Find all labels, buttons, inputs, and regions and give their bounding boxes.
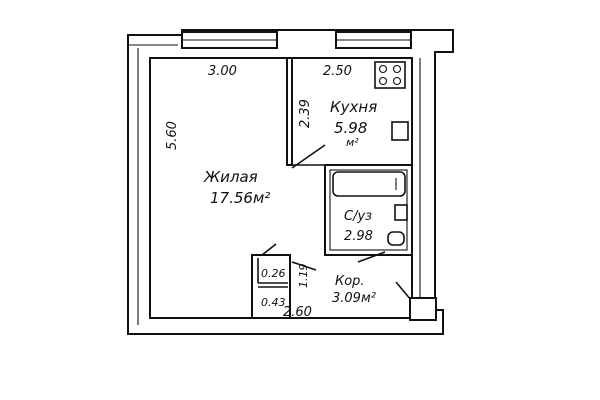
bathtub (332, 171, 406, 197)
room-living-name: Жилая (203, 168, 258, 186)
sink (394, 204, 408, 221)
window-living (181, 31, 278, 49)
kitchen-partition (286, 57, 293, 166)
dim-closet-top: 0.26 (261, 267, 286, 280)
room-corridor-area: 3.09м² (332, 291, 376, 306)
room-kitchen-name: Кухня (330, 98, 377, 116)
stove-icon (374, 61, 406, 89)
window-kitchen (335, 31, 412, 49)
room-bathroom-name: С/уз (344, 209, 372, 224)
room-kitchen-unit: м² (346, 136, 359, 149)
dim-corridor-depth: 1.19 (297, 264, 310, 289)
dim-living-height: 5.60 (165, 121, 180, 150)
room-kitchen-area: 5.98 (334, 119, 367, 137)
room-corridor-name: Кор. (335, 274, 365, 289)
kitchen-sink (391, 121, 409, 141)
kitchen-door-swing (291, 144, 326, 169)
toilet (387, 231, 405, 246)
room-bathroom-area: 2.98 (344, 229, 373, 244)
dim-closet-bottom: 0.43 (261, 296, 286, 309)
bathroom-walls (324, 164, 413, 256)
corridor-door-swing (291, 261, 317, 271)
closet-door-swing (261, 243, 277, 256)
room-living-area: 17.56м² (210, 189, 270, 207)
dim-living-width: 3.00 (208, 64, 237, 79)
bathroom-door-swing (357, 251, 386, 263)
dim-kitchen-depth: 2.39 (298, 99, 313, 128)
dim-kitchen-width: 2.50 (323, 64, 352, 79)
dim-corridor-width: 2.60 (283, 305, 312, 320)
